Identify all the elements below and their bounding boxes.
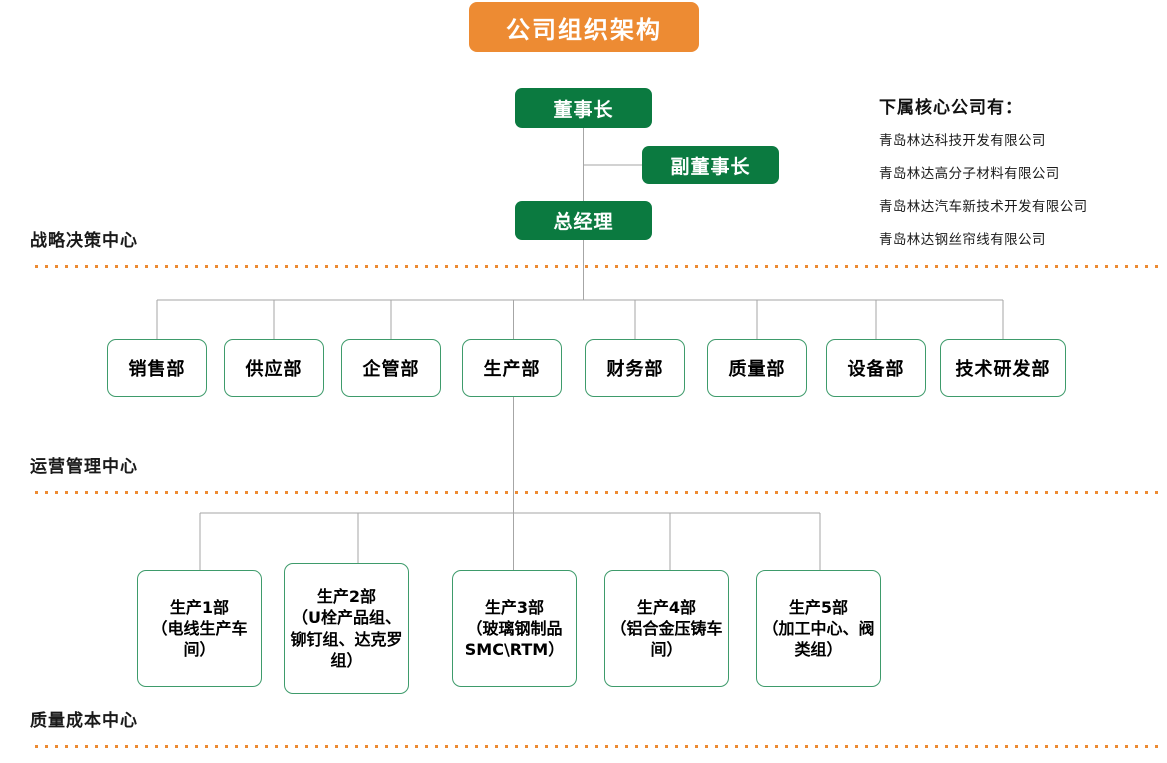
production-unit-text: 生产4部（铝合金压铸车间） — [608, 597, 725, 660]
node-dept-finance[interactable]: 财务部 — [585, 339, 685, 397]
production-unit-detail: （加工中心、阀类组） — [762, 618, 875, 660]
subsidiaries-panel: 下属核心公司有： 青岛林达科技开发有限公司 青岛林达高分子材料有限公司 青岛林达… — [879, 93, 1159, 261]
subsidiary-list-item: 青岛林达汽车新技术开发有限公司 — [879, 199, 1088, 215]
production-unit-text: 生产2部（U栓产品组、铆钉组、达克罗组） — [288, 586, 405, 670]
node-dept-supply[interactable]: 供应部 — [224, 339, 324, 397]
subsidiary-list-item: 青岛林达钢丝帘线有限公司 — [879, 232, 1046, 248]
production-unit-detail: （U栓产品组、铆钉组、达克罗组） — [290, 608, 403, 670]
production-unit-name: 生产4部 — [636, 597, 697, 617]
subsidiaries-heading: 下属核心公司有： — [879, 98, 1023, 118]
node-production-unit-5[interactable]: 生产5部（加工中心、阀类组） — [756, 570, 881, 687]
production-unit-detail: （电线生产车间） — [151, 618, 248, 660]
center-label-operations: 运营管理中心 — [30, 457, 138, 477]
divider-operations — [35, 491, 1161, 494]
node-dept-technology-rd[interactable]: 技术研发部 — [940, 339, 1066, 397]
node-production-unit-4[interactable]: 生产4部（铝合金压铸车间） — [604, 570, 729, 687]
node-dept-quality[interactable]: 质量部 — [707, 339, 807, 397]
subsidiary-list-item: 青岛林达科技开发有限公司 — [879, 133, 1046, 149]
production-unit-name: 生产3部 — [484, 597, 545, 617]
divider-strategy — [35, 265, 1161, 268]
divider-quality-cost — [35, 745, 1161, 748]
node-dept-production[interactable]: 生产部 — [462, 339, 562, 397]
node-production-unit-1[interactable]: 生产1部（电线生产车间） — [137, 570, 262, 687]
production-unit-detail: （玻璃钢制品SMC\RTM） — [464, 618, 565, 660]
node-dept-enterprise-management[interactable]: 企管部 — [341, 339, 441, 397]
production-unit-name: 生产5部 — [788, 597, 849, 617]
node-vice-chairman[interactable]: 副董事长 — [642, 146, 779, 184]
production-unit-text: 生产5部（加工中心、阀类组） — [760, 597, 877, 660]
node-dept-equipment[interactable]: 设备部 — [826, 339, 926, 397]
node-production-unit-2[interactable]: 生产2部（U栓产品组、铆钉组、达克罗组） — [284, 563, 409, 694]
production-unit-text: 生产3部（玻璃钢制品SMC\RTM） — [456, 597, 573, 660]
node-general-manager[interactable]: 总经理 — [515, 201, 652, 240]
center-label-quality-cost: 质量成本中心 — [30, 711, 138, 731]
center-label-strategy: 战略决策中心 — [30, 231, 138, 251]
page-title: 公司组织架构 — [469, 2, 699, 52]
node-production-unit-3[interactable]: 生产3部（玻璃钢制品SMC\RTM） — [452, 570, 577, 687]
subsidiary-list-item: 青岛林达高分子材料有限公司 — [879, 166, 1060, 182]
production-unit-text: 生产1部（电线生产车间） — [141, 597, 258, 660]
production-unit-name: 生产1部 — [169, 597, 230, 617]
node-dept-sales[interactable]: 销售部 — [107, 339, 207, 397]
production-unit-detail: （铝合金压铸车间） — [610, 618, 723, 660]
production-unit-name: 生产2部 — [316, 587, 377, 607]
node-chairman[interactable]: 董事长 — [515, 88, 652, 128]
